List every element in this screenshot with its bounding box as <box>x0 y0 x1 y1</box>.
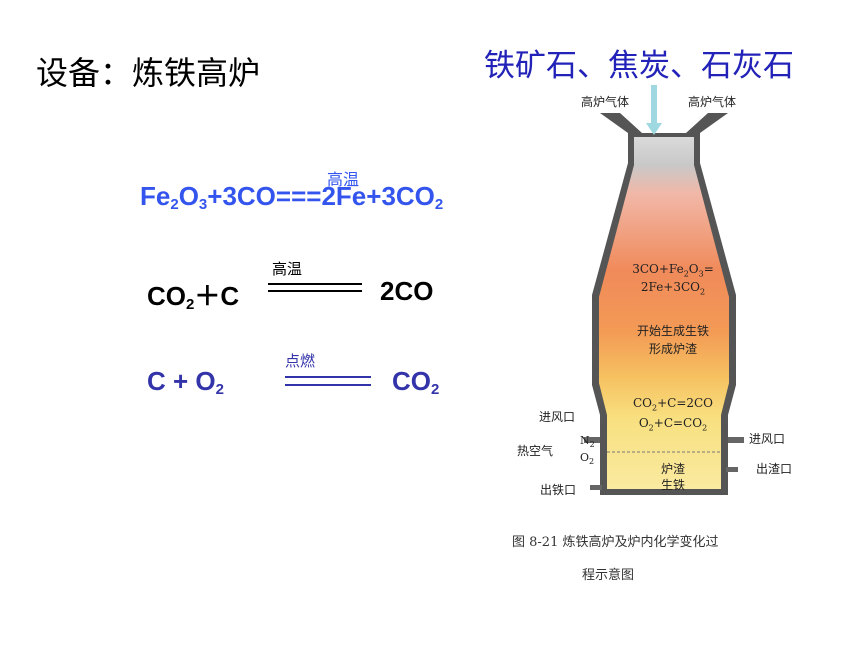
zone-note-line1: 开始生成生铁 <box>636 324 709 338</box>
eq2-condition: 高温 <box>272 260 303 278</box>
iron-outlet-label: 出铁口 <box>540 483 577 497</box>
eq1-condition: 高温 <box>327 170 360 189</box>
pig-iron-label: 生铁 <box>660 478 685 492</box>
gas-label-right: 高炉气体 <box>688 95 737 109</box>
eq3-condition: 点燃 <box>285 352 316 370</box>
zone-reaction-line1: 3CO+Fe2O3= <box>632 262 714 279</box>
outlet-right <box>726 467 738 472</box>
o2-label: O2 <box>580 451 595 467</box>
equation-3-right: CO2 <box>392 366 440 398</box>
slide-title: 设备：炼铁高炉 <box>36 54 261 92</box>
zone-reaction-line2: 2Fe+3CO2 <box>640 280 706 297</box>
zone-combustion-line2: O2+C=CO2 <box>638 416 708 433</box>
n2-label: N2 <box>580 434 595 450</box>
figure-caption-line1: 图 8-21 炼铁高炉及炉内化学变化过 <box>512 535 719 550</box>
equation-1: Fe2O3+3CO===2Fe+3CO2 <box>140 181 444 213</box>
figure-caption-line2: 程示意图 <box>582 568 635 583</box>
air-inlet-right-label: 进风口 <box>749 432 786 446</box>
blast-furnace-illustration <box>584 85 744 495</box>
tuyere-right <box>728 437 744 443</box>
eq2-double-line-top <box>268 283 362 285</box>
feed-arrow-head <box>646 123 662 135</box>
gas-label-left: 高炉气体 <box>581 95 630 109</box>
eq3-double-line-top <box>285 376 371 378</box>
raw-materials-label: 铁矿石、焦炭、石灰石 <box>484 48 794 84</box>
feed-arrow-shaft <box>651 85 657 125</box>
slag-outlet-label: 出渣口 <box>756 462 793 476</box>
slag-label: 炉渣 <box>660 462 685 476</box>
outlet-left <box>590 485 602 490</box>
eq3-double-line-bottom <box>285 384 371 386</box>
furnace-interior <box>599 137 729 489</box>
eq2-double-line-bottom <box>268 290 362 292</box>
hot-air-label: 热空气 <box>517 444 554 458</box>
tuyere-left <box>584 437 600 443</box>
equation-2-right: 2CO <box>380 276 434 306</box>
zone-combustion-line1: CO2+C=2CO <box>632 396 714 413</box>
equation-3-left: C + O2 <box>147 366 224 398</box>
zone-note-line2: 形成炉渣 <box>648 342 697 356</box>
air-inlet-left-label: 进风口 <box>539 410 576 424</box>
equation-2-left: CO2＋C <box>147 281 240 313</box>
